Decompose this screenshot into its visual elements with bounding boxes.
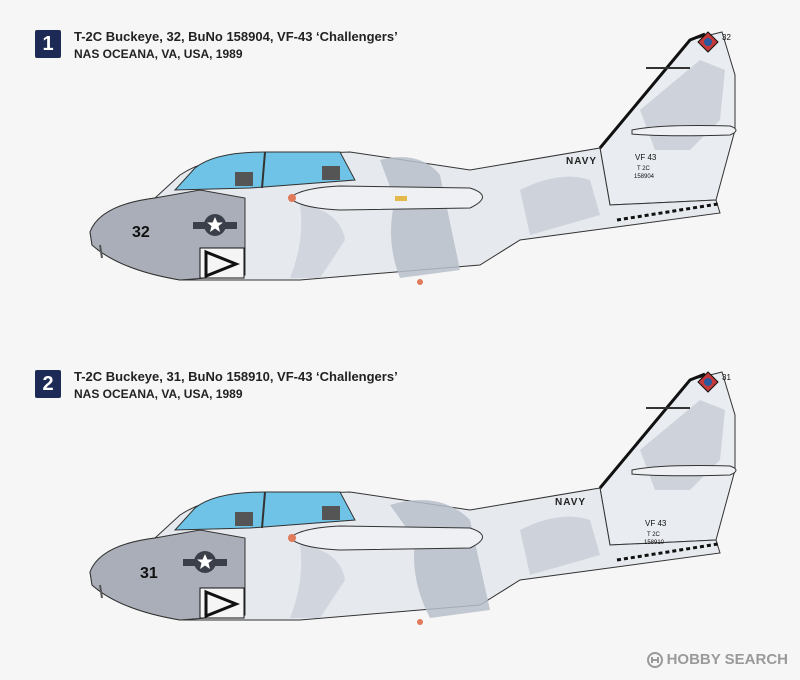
tail-text-line-3: 158904 [634,174,655,180]
watermark: HOBBY SEARCH [646,651,788,668]
aircraft-profile-1: 32 32 NAVY VF 43 T 2C 158904 [89,31,737,285]
camo-blotch [520,176,600,235]
ejection-seat [235,172,253,186]
profile-title: T-2C Buckeye, 31, BuNo 158910, VF-43 ‘Ch… [74,369,398,384]
ejection-seat [235,512,253,526]
camo-blotch [520,516,600,575]
camo-blotch [290,545,345,618]
profile-subtitle: NAS OCEANA, VA, USA, 1989 [74,47,243,61]
ejection-seat [322,506,340,520]
tail-number: 31 [722,373,731,382]
canopy [173,151,356,191]
tail-text-line-1: VF 43 [645,519,667,528]
horizontal-stabilizer [631,125,737,137]
tail-leading-edge [598,32,706,149]
nose-number: 32 [132,224,150,241]
tail-text-line-3: 158910 [644,540,665,546]
tip-tank-marking [395,196,407,201]
squadron-crest [697,371,719,393]
national-insignia [193,214,237,236]
fuselage-navy: NAVY [566,156,597,167]
squadron-chevron [199,247,245,279]
nose-number: 31 [140,565,158,582]
profile-2: 2 T-2C Buckeye, 31, BuNo 158910, VF-43 ‘… [0,340,800,680]
tail-text-line-2: T 2C [647,532,661,538]
tail-leading-edge [598,372,706,489]
profile-number-badge: 2 [35,370,61,398]
belly-light [417,279,423,285]
squadron-chevron [199,587,245,619]
tip-tank [289,525,483,551]
tip-tank-nose-light [288,194,296,202]
hobby-search-logo-icon [646,651,663,668]
tip-tank [289,185,483,211]
tip-tank-nose-light [288,534,296,542]
belly-light [417,619,423,625]
profile-number-badge: 1 [35,30,61,58]
camo-blotch [290,205,345,278]
national-insignia [183,551,227,573]
arrestor-hook [616,542,719,562]
squadron-crest [697,31,719,53]
tail-text-line-2: T 2C [637,166,651,172]
aircraft-profile-2: 31 31 NAVY VF 43 T 2C 158910 [89,371,737,625]
nose-gear [99,584,103,599]
arrestor-hook [616,202,719,222]
fuselage-navy: NAVY [555,497,586,508]
profile-1: 1 T-2C Buckeye, 32, BuNo 158904, VF-43 ‘… [35,29,737,285]
tail-number: 32 [722,33,731,42]
profile-subtitle: NAS OCEANA, VA, USA, 1989 [74,387,243,401]
profile-title: T-2C Buckeye, 32, BuNo 158904, VF-43 ‘Ch… [74,29,398,44]
nose-gear [99,244,103,259]
canopy [173,491,356,531]
tail-text-line-1: VF 43 [635,153,657,162]
horizontal-stabilizer [631,465,737,477]
watermark-text: HOBBY SEARCH [666,651,788,668]
ejection-seat [322,166,340,180]
